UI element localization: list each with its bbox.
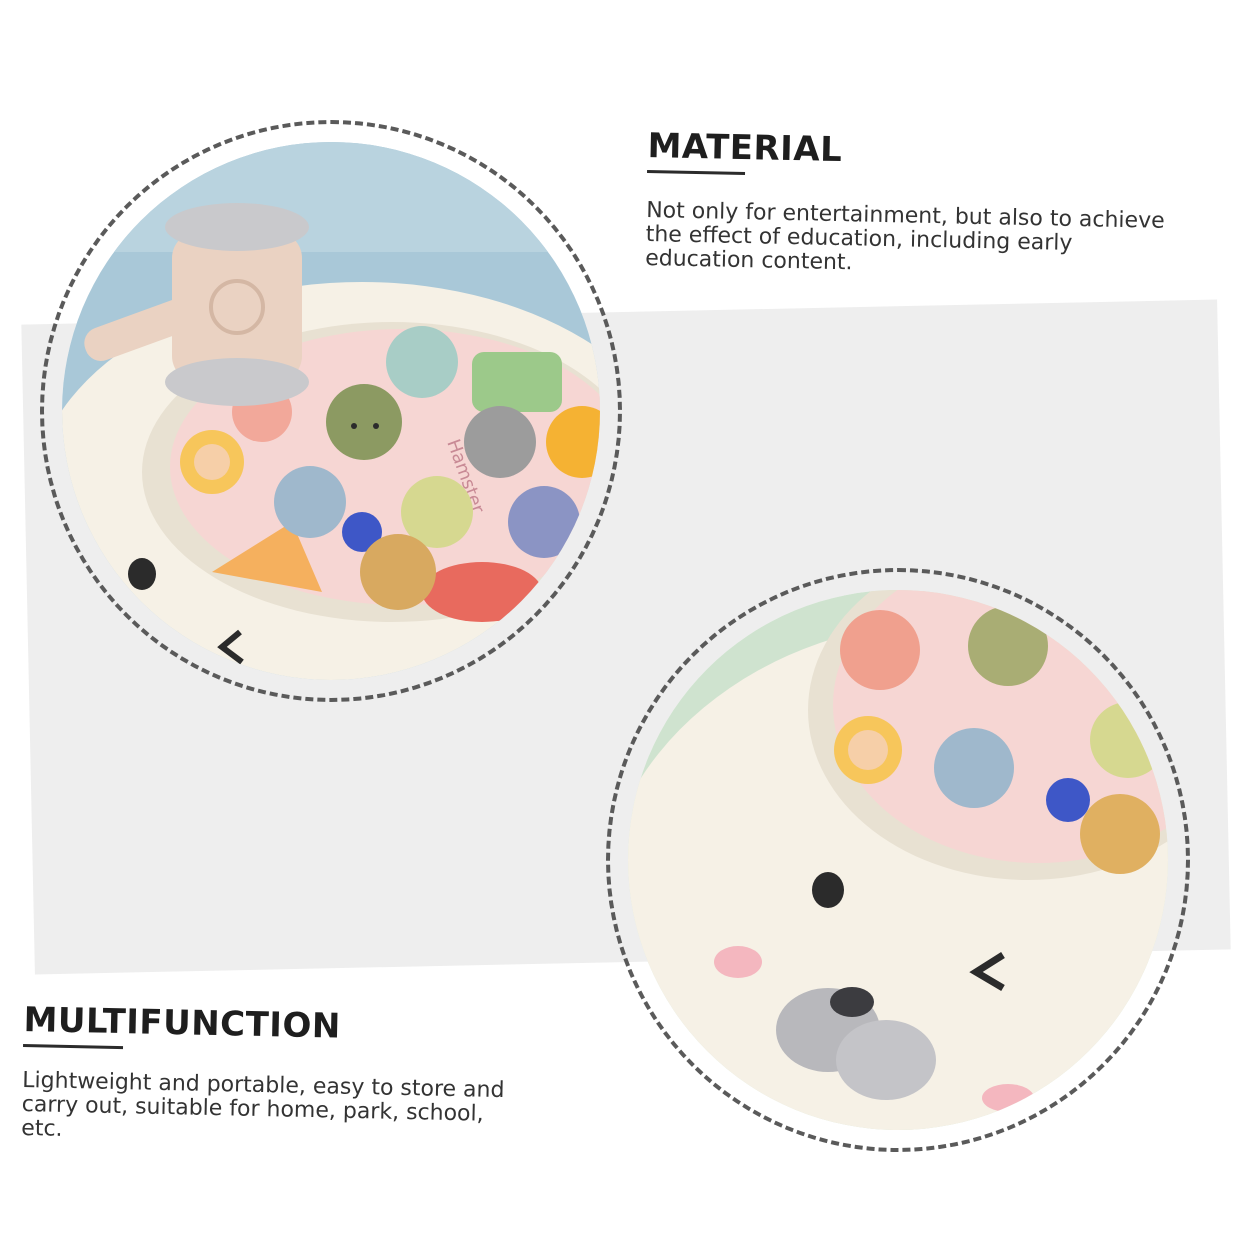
material-underline (647, 169, 746, 176)
multifunction-description: Lightweight and portable, easy to store … (21, 1067, 505, 1142)
dashed-frame-bottom (606, 568, 1190, 1152)
dashed-frame-top (40, 120, 622, 702)
material-section: MATERIAL Not only for entertainment, but… (645, 126, 1188, 282)
material-description: Not only for entertainment, but also to … (644, 197, 1165, 276)
multifunction-section: MULTIFUNCTION Lightweight and portable, … (21, 1000, 544, 1152)
material-heading: MATERIAL (647, 126, 843, 171)
multifunction-underline (23, 1043, 124, 1050)
multifunction-heading: MULTIFUNCTION (23, 1000, 342, 1047)
